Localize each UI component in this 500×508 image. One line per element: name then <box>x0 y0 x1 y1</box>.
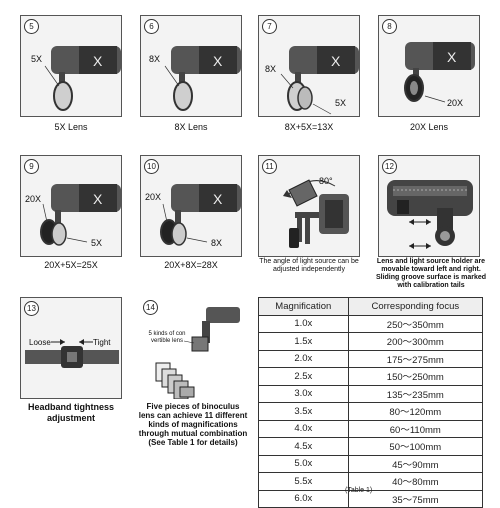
table-header-row: Magnification Corresponding focus <box>258 297 484 316</box>
caption-8: 20X Lens <box>409 122 449 132</box>
caption-7: 8X+5X=13X <box>284 122 334 132</box>
label-20x: 20X <box>25 194 42 204</box>
focus-cell: 50～100mm <box>347 437 484 456</box>
caption-5: 5X Lens <box>54 122 88 132</box>
caption-9: 20X+5X=25X <box>44 260 98 270</box>
light-source-angle-illustration <box>283 179 349 248</box>
panel-number: 13 <box>24 301 39 316</box>
panel-10: 10 X 20X 8X <box>140 155 242 257</box>
svg-text:X: X <box>331 53 341 69</box>
caption-10: 20X+8X=28X <box>164 260 218 270</box>
label-5x: 5X <box>31 54 43 64</box>
focus-cell: 200～300mm <box>347 332 484 351</box>
caption-6: 8X Lens <box>174 122 208 132</box>
svg-text:X: X <box>213 191 223 207</box>
panel-number: 14 <box>143 300 158 315</box>
loupe-20x-illustration: X <box>404 42 475 103</box>
loupe-28x-illustration: X <box>160 184 241 246</box>
loupe-5x-illustration: X <box>44 46 121 111</box>
panel-12: 12 <box>378 155 480 257</box>
panel-7: 7 X 8X 5X <box>258 15 360 117</box>
panel-9: 9 X 20X 5X <box>20 155 122 257</box>
panel-number: 10 <box>144 159 159 174</box>
svg-text:X: X <box>447 49 457 65</box>
loupe-13x-illustration: X <box>280 46 359 115</box>
panel-number: 11 <box>262 159 277 174</box>
table-note: (Table 1) <box>345 487 373 494</box>
label-convertible-lens: 5 kinds of con vertible lens <box>148 331 186 344</box>
label-8x: 8X <box>149 54 161 64</box>
headband-adjust-illustration <box>25 339 119 368</box>
focus-cell: 150～250mm <box>347 367 484 386</box>
magnification-cell: 5.5x <box>258 472 349 491</box>
label-8x: 8X <box>211 238 223 248</box>
magnification-cell: 6.0x <box>258 489 349 508</box>
magnification-cell: 2.5x <box>258 367 349 386</box>
label-20x: 20X <box>447 98 464 108</box>
magnification-cell: 4.0x <box>258 419 349 438</box>
focus-cell: 175～275mm <box>347 349 484 368</box>
svg-text:X: X <box>213 53 223 69</box>
sliding-holder-illustration <box>387 180 473 249</box>
caption-13: Headband tightness adjustment <box>27 402 114 423</box>
panel-number: 9 <box>24 159 39 174</box>
magnification-cell: 3.0x <box>258 384 349 403</box>
svg-text:X: X <box>93 53 103 69</box>
header-magnification: Magnification <box>258 297 349 316</box>
magnification-cell: 4.5x <box>258 437 349 456</box>
magnification-cell: 1.0x <box>258 314 349 333</box>
panel-number: 7 <box>262 19 277 34</box>
panel-8: 8 X 20X <box>378 15 480 117</box>
magnification-cell: 3.5x <box>258 402 349 421</box>
magnification-cell: 5.0x <box>258 454 349 473</box>
label-8x: 8X <box>265 64 277 74</box>
caption-11: The angle of light source can be adjuste… <box>259 258 359 273</box>
panel-6: 6 X 8X <box>140 15 242 117</box>
panel-11: 11 80° <box>258 155 360 257</box>
magnification-cell: 2.0x <box>258 349 349 368</box>
header-corresponding-focus: Corresponding focus <box>347 297 484 316</box>
label-5x: 5X <box>91 238 103 248</box>
focus-cell: 45～90mm <box>347 454 484 473</box>
label-5x: 5X <box>335 98 347 108</box>
panel-5: 5 X 5X <box>20 15 122 117</box>
caption-12: Lens and light source holder are movable… <box>375 258 487 289</box>
caption-14: Five pieces of binoculus lens can achiev… <box>138 402 248 447</box>
focus-cell: 135～235mm <box>347 384 484 403</box>
label-80-degrees: 80° <box>319 176 333 186</box>
focus-cell: 60～110mm <box>347 419 484 438</box>
svg-text:X: X <box>93 191 103 207</box>
focus-cell: 250～350mm <box>347 314 484 333</box>
focus-cell: 80～120mm <box>347 402 484 421</box>
convertible-lens-illustration <box>155 307 240 399</box>
label-tight: Tight <box>93 338 111 347</box>
loupe-25x-illustration: X <box>40 184 121 246</box>
magnification-cell: 1.5x <box>258 332 349 351</box>
label-20x: 20X <box>145 192 162 202</box>
loupe-8x-illustration: X <box>164 46 241 111</box>
panel-13: 13 Loose Tight <box>20 297 122 399</box>
panel-number: 6 <box>144 19 159 34</box>
label-loose: Loose <box>29 338 51 347</box>
panel-number: 8 <box>382 19 397 34</box>
panel-14: 14 5 kinds of con vertible lens <box>140 297 242 399</box>
panel-number: 12 <box>382 159 397 174</box>
panel-number: 5 <box>24 19 39 34</box>
